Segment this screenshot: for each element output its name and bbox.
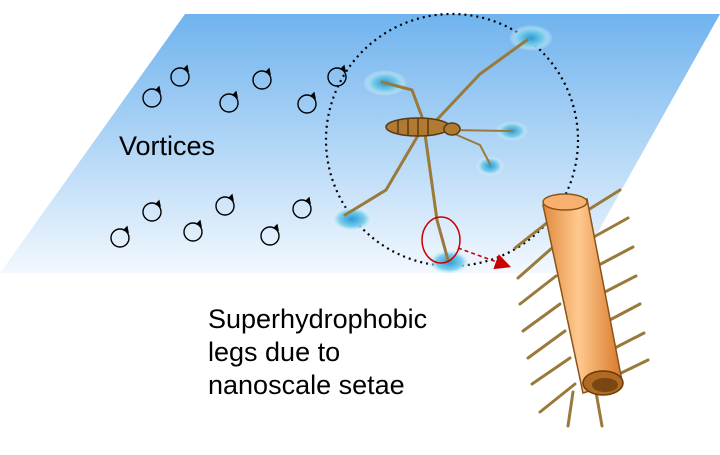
vortex-icon [142,85,162,108]
vortex-icon [292,196,312,219]
water-surface [0,14,720,273]
vortex-icon [252,67,272,90]
leg-dimples [330,25,553,275]
vortex-icon [260,223,280,246]
zoom-arrow [457,247,512,270]
vortices-label: Vortices [119,131,216,161]
insect-head [443,122,461,136]
caption-line: Superhydrophobic [208,304,428,334]
insect-leg [343,130,422,217]
magnified-leg [513,188,650,428]
water-strider [343,38,529,262]
insect-leg [380,80,427,127]
caption-line: nanoscale setae [208,370,405,400]
vortex-icon [219,90,239,113]
leg-highlight-circle [421,216,461,264]
vortex-icon [297,91,317,114]
setae-caption: Superhydrophobic legs due to nanoscale s… [208,303,427,402]
caption-line: legs due to [208,337,341,367]
vortex-icon [142,199,162,222]
vortex-icon [215,193,235,216]
insect-leg [449,131,491,165]
vortex-icon [170,64,190,87]
vortex-icon [110,225,130,248]
insect-leg [451,129,513,132]
insect-leg [428,38,529,129]
insect-leg [423,132,450,262]
focus-circle [324,12,580,268]
vortex-icon [183,219,203,242]
vortex-field [110,64,347,248]
